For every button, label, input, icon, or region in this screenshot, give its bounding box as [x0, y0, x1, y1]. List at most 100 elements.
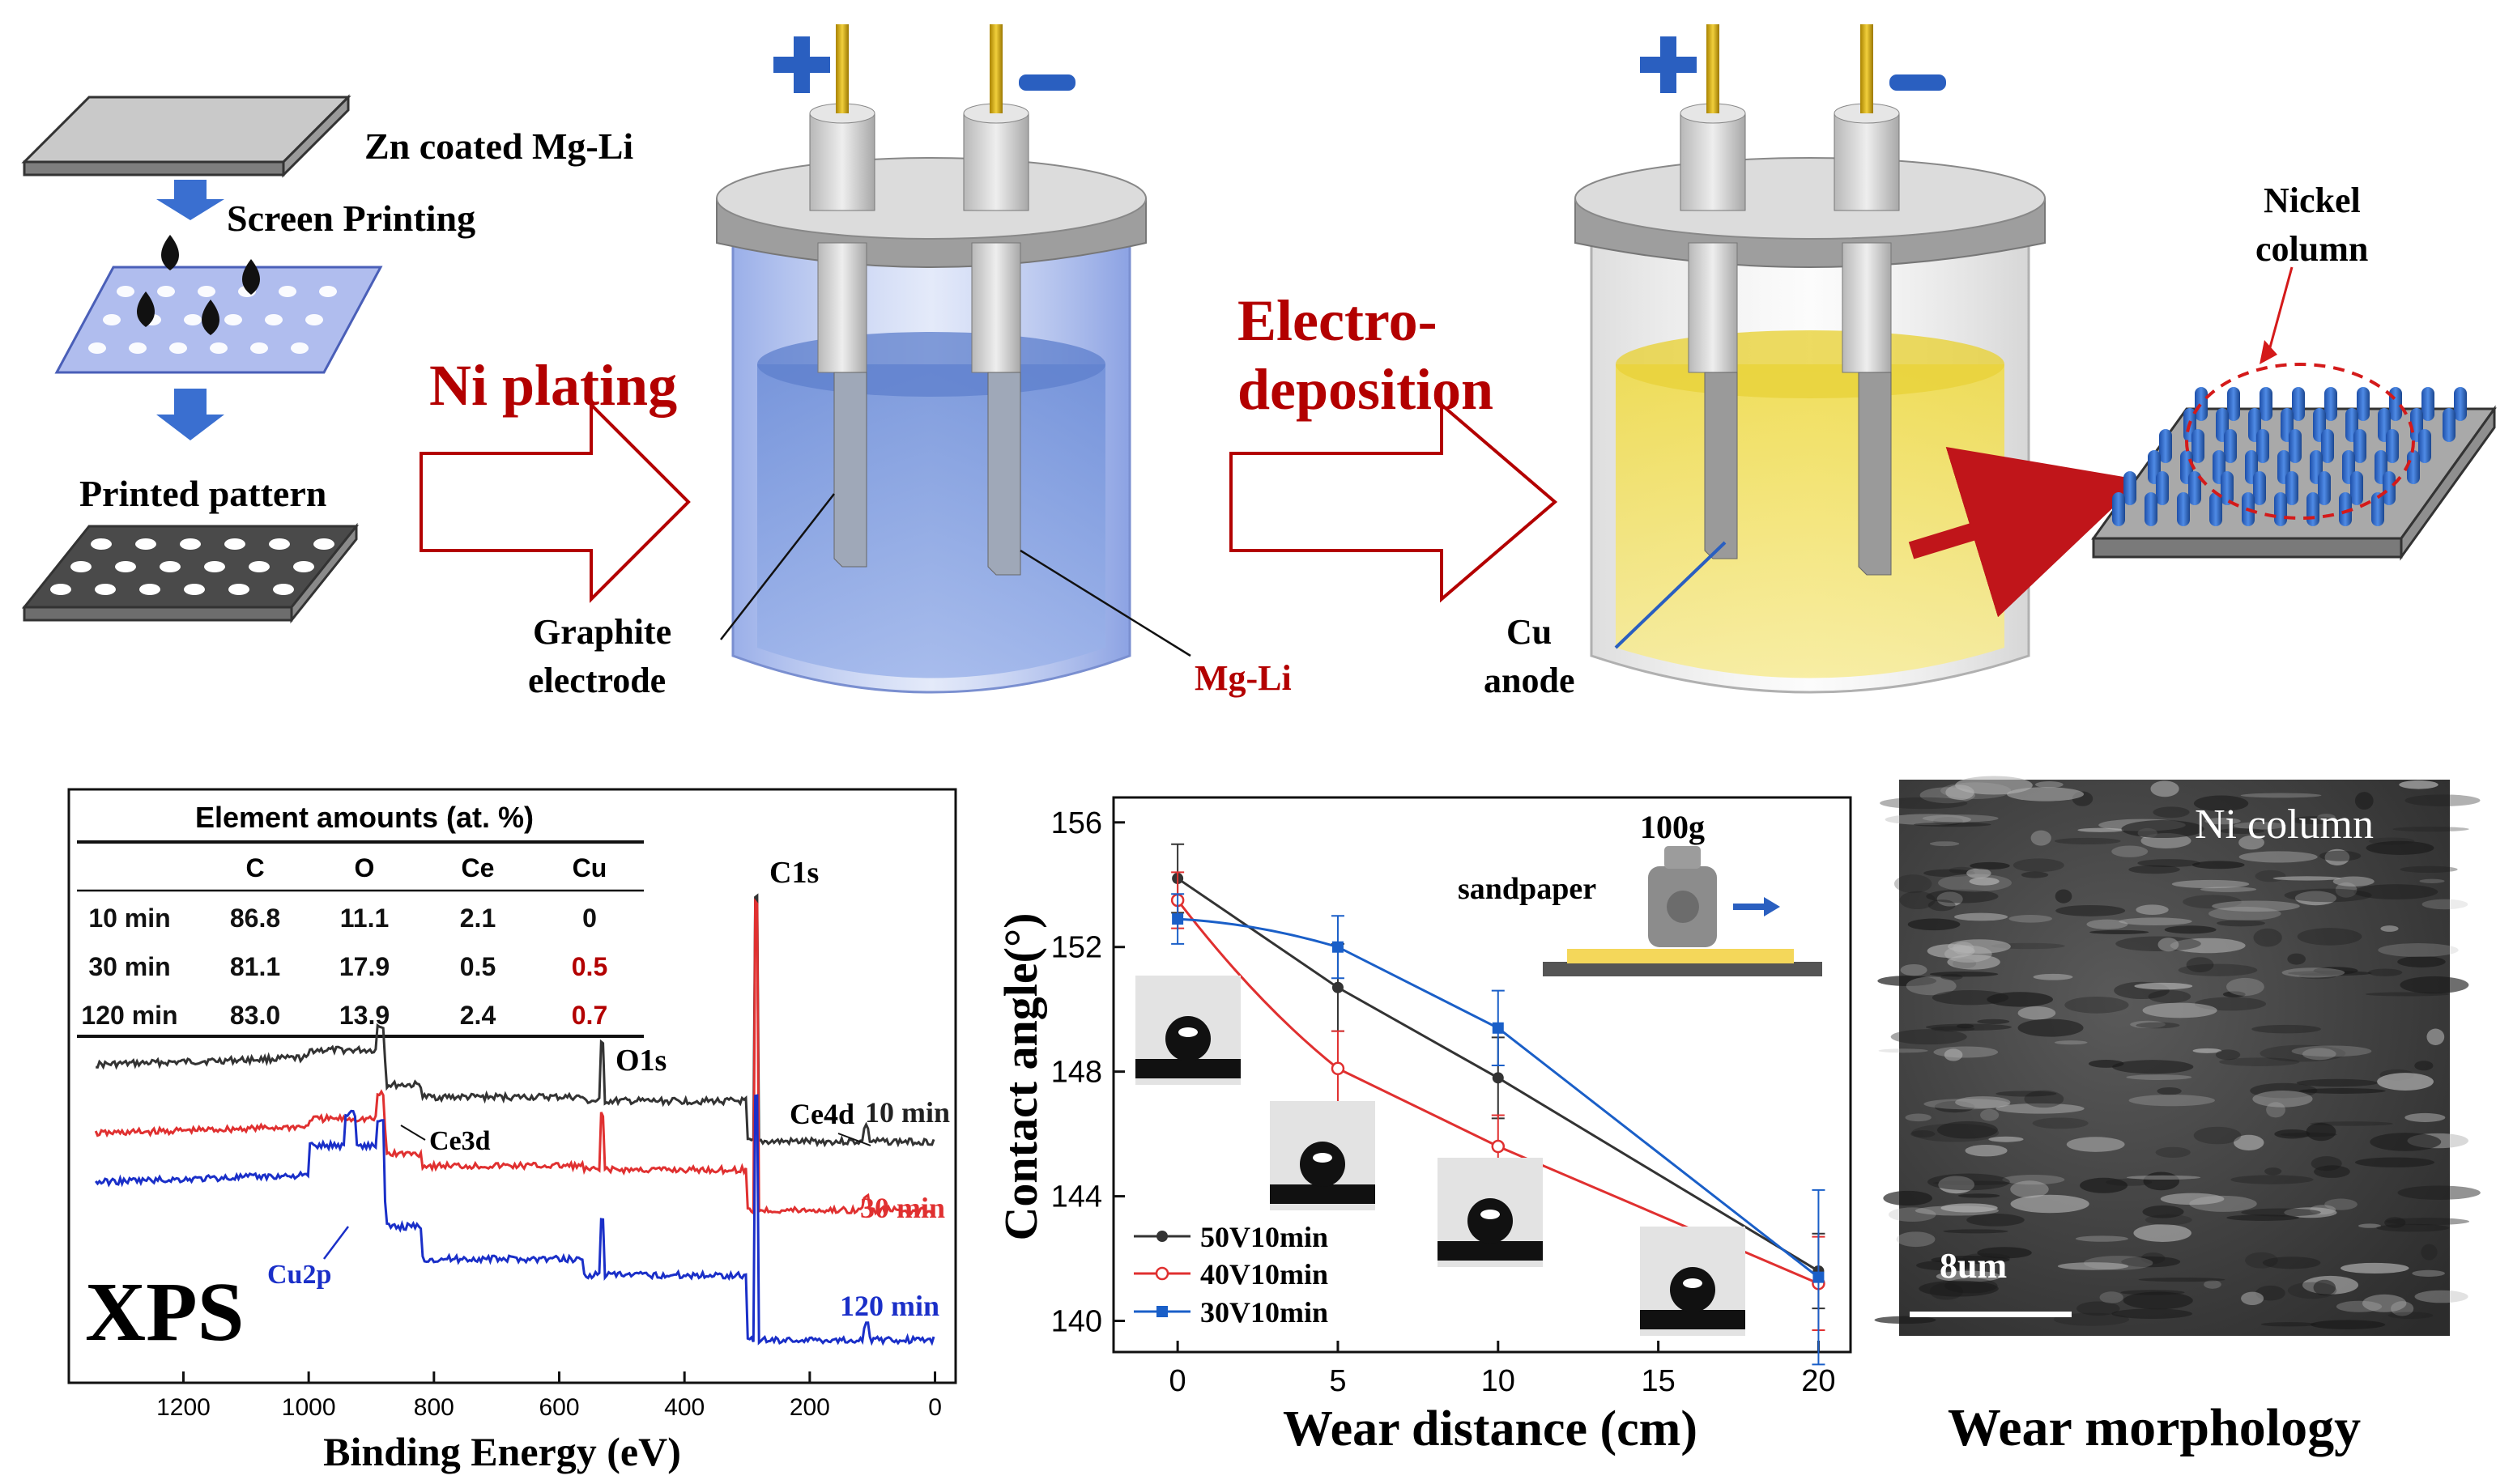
sem-texture-mark: [2134, 982, 2193, 990]
sem-texture-mark: [2419, 878, 2445, 883]
arrow2-label-1: Electro-: [1237, 288, 1438, 353]
sem-texture-mark: [1936, 891, 1963, 907]
sem-texture-mark: [2302, 1048, 2336, 1061]
sem-texture-mark: [1995, 1091, 2057, 1097]
sem-texture-mark: [1890, 1029, 1967, 1045]
sem-texture-mark: [2354, 792, 2374, 810]
sem-texture-mark: [1948, 939, 2011, 954]
sem-texture-mark: [2055, 904, 2126, 916]
peak-ce4d: Ce4d: [790, 1098, 854, 1130]
table-cell: 0.5: [572, 952, 607, 981]
ca-xlabel: Wear distance (cm): [1283, 1401, 1697, 1456]
sem-texture-mark: [1957, 1193, 2000, 1198]
sem-texture-mark: [2010, 1180, 2049, 1198]
sem-texture-mark: [2024, 1090, 2064, 1108]
sem-texture-mark: [2153, 806, 2190, 819]
sem-texture-mark: [2119, 917, 2192, 925]
sem-texture-mark: [1934, 1101, 1975, 1113]
table-cell: 83.0: [230, 1001, 280, 1030]
sem-texture-mark: [2006, 787, 2085, 802]
sem-texture-mark: [2414, 1290, 2468, 1303]
nickel-pillar: [2289, 429, 2302, 463]
sem-texture-mark: [2033, 973, 2073, 980]
sem-texture-mark: [1953, 912, 2008, 921]
sem-texture-mark: [1995, 1103, 2085, 1114]
step3-label: Printed pattern: [79, 473, 326, 514]
sem-texture-mark: [2354, 1157, 2435, 1167]
sem-texture-mark: [2376, 1223, 2450, 1232]
sem-texture-mark: [2057, 1262, 2129, 1270]
sem-texture-mark: [2138, 1277, 2225, 1282]
abrasion-inset: [1543, 846, 1822, 976]
droplet-icon: [1670, 1267, 1715, 1312]
droplet-icon: [1467, 1198, 1513, 1244]
nickel-pillar: [2112, 492, 2125, 526]
sem-texture-mark: [1900, 963, 1927, 976]
peak-c1s: C1s: [769, 856, 819, 890]
sem-texture-mark: [2216, 920, 2266, 927]
arrow2-label-2: deposition: [1237, 357, 1493, 422]
ca-y-tick-label: 152: [1051, 931, 1102, 965]
nickel-pillar: [2421, 387, 2434, 421]
sem-texture-mark: [1940, 1203, 1998, 1213]
nickel-pillar: [2383, 471, 2396, 505]
ca-point: [1331, 981, 1344, 993]
nickel-pillar: [2159, 429, 2172, 463]
sem-texture-mark: [2008, 914, 2052, 923]
sem-texture-mark: [2310, 1320, 2386, 1329]
sem-texture-mark: [2215, 1049, 2241, 1061]
droplet-highlight: [1683, 1278, 1702, 1288]
highlight-ring: [2185, 363, 2415, 520]
table-cell: 30 min: [88, 952, 170, 981]
sem-texture-mark: [2191, 861, 2245, 870]
down-arrow-icon: [156, 180, 224, 220]
sem-texture-mark: [2309, 1205, 2336, 1215]
sem-texture-mark: [1907, 918, 1961, 931]
sem-texture-mark: [2260, 1322, 2317, 1327]
ca-point: [1331, 1061, 1345, 1076]
anode-label: anode: [1484, 661, 1574, 700]
sem-texture-mark: [2186, 957, 2214, 973]
sem-texture-mark: [2311, 1156, 2342, 1171]
sem-texture-mark: [1966, 1214, 2025, 1227]
sem-texture-mark: [1910, 1130, 1936, 1138]
peak-ce3d: Ce3d: [429, 1126, 491, 1156]
nickel-pillar: [2209, 492, 2222, 526]
sem-texture-mark: [2200, 887, 2257, 892]
nickel-pillar: [2145, 492, 2157, 526]
ca-legend: 50V10min 40V10min 30V10min: [1134, 1221, 1328, 1329]
table-cell: 0.5: [460, 952, 496, 981]
sem-texture-mark: [2226, 1214, 2300, 1221]
sem-texture-mark: [2035, 781, 2064, 789]
table-cell: 13.9: [339, 1001, 390, 1030]
nickel-pillar: [2177, 492, 2190, 526]
xps-series-line: [94, 898, 935, 1217]
sem-texture-mark: [2164, 925, 2217, 934]
sem-texture-mark: [1929, 972, 1999, 977]
sem-texture-mark: [2391, 1301, 2414, 1316]
sem-texture-mark: [2032, 1117, 2089, 1129]
table-header: Ce: [462, 853, 495, 882]
nickel-pillar: [2306, 492, 2319, 526]
series-label-120: 120 min: [840, 1290, 939, 1322]
sem-texture-mark: [2155, 1146, 2191, 1158]
sem-texture-mark: [2288, 971, 2372, 976]
nickel-pillar: [2123, 471, 2136, 505]
sem-texture-mark: [1885, 814, 1971, 826]
scale-bar: [1910, 1312, 2072, 1317]
sem-texture-mark: [2066, 1137, 2125, 1152]
nickel-pillar: [2260, 387, 2272, 421]
sem-texture-mark: [2264, 1167, 2282, 1176]
nickel-pillar: [2443, 408, 2455, 442]
sem-texture-mark: [1955, 776, 2033, 795]
sem-texture-mark: [2112, 1060, 2194, 1074]
sem-texture-mark: [2077, 827, 2125, 832]
sem-texture-mark: [2252, 1091, 2313, 1108]
sem-texture-mark: [2266, 1102, 2285, 1118]
sem-texture-mark: [1938, 1176, 1975, 1194]
sem-texture-mark: [1936, 1270, 2001, 1282]
sem-texture-mark: [1933, 1046, 1999, 1058]
